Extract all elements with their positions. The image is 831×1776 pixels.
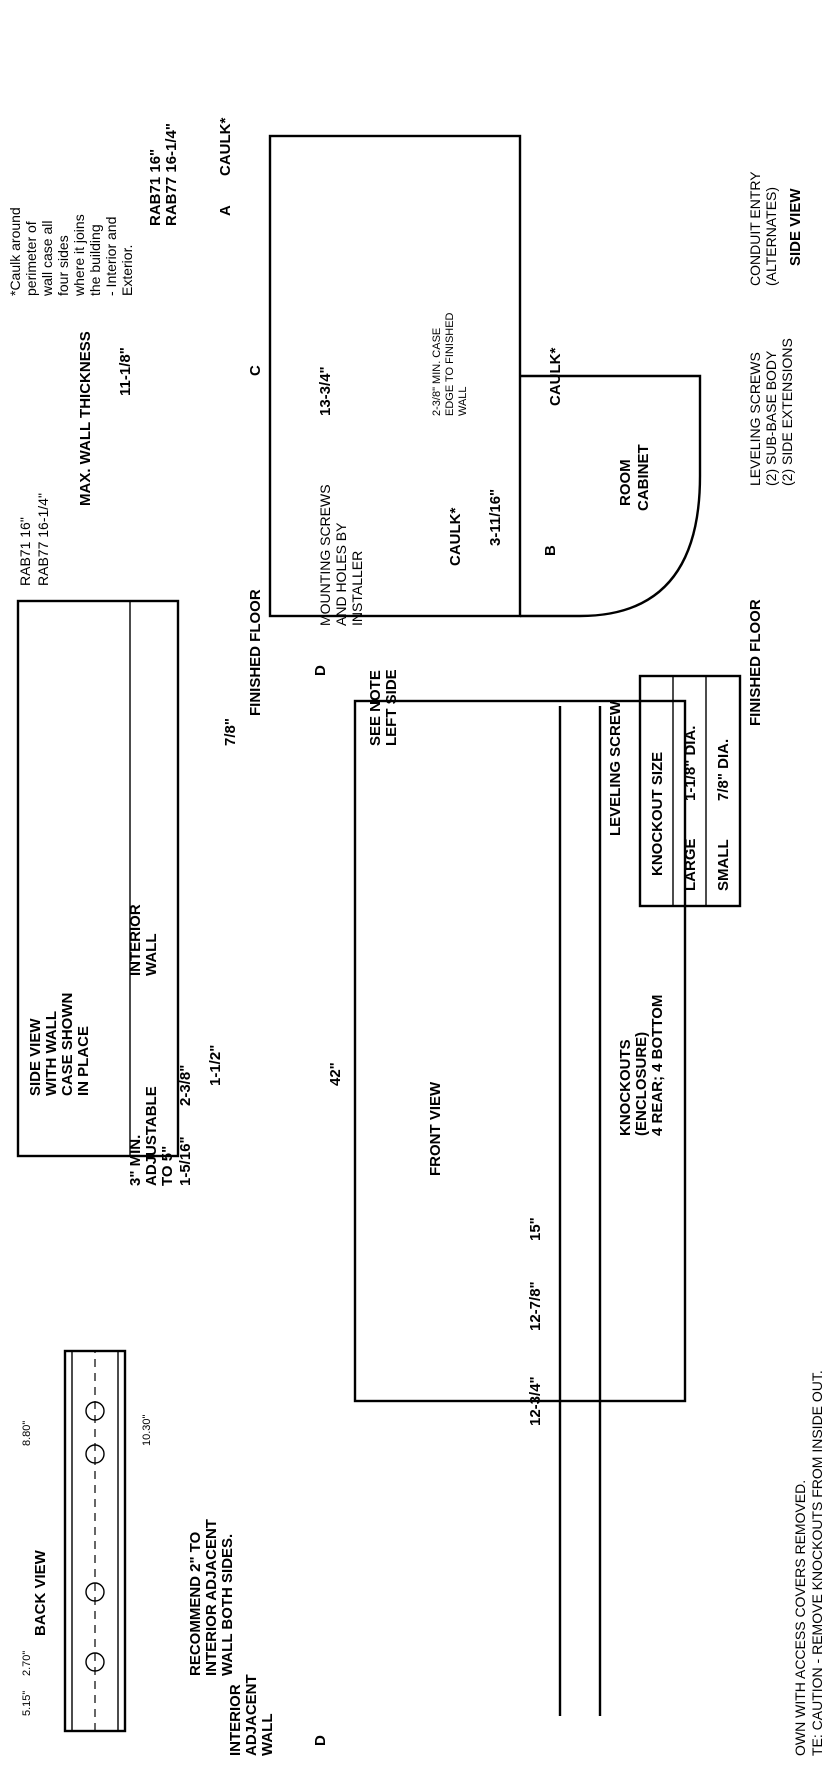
leveling-screw: LEVELING SCREW — [607, 700, 624, 836]
side-view-case: SIDE VIEW WITH WALL CASE SHOWN IN PLACE … — [16, 493, 264, 1186]
dim-3-11-16: 3-11/16" — [487, 489, 504, 546]
back-view: BACK VIEW 5.15" 2.70" 8.80" 10.30" — [21, 1349, 153, 1733]
back-dim-left2: 2.70" — [21, 1651, 33, 1676]
knockout-circle — [85, 1401, 105, 1421]
see-note-1: SEE NOTE — [367, 670, 384, 746]
caulk-top: CAULK* — [217, 118, 234, 176]
label-b: B — [542, 545, 559, 556]
caulk-left: CAULK* — [547, 348, 564, 406]
back-view-title: BACK VIEW — [32, 1549, 49, 1636]
mounting-2: AND HOLES BY — [333, 522, 349, 626]
leveling-3: (2) SIDE EXTENSIONS — [779, 338, 795, 486]
dim-1-1-2: 1-1/2" — [207, 1045, 224, 1086]
dim-12-3-4: 12-3/4" — [527, 1376, 544, 1426]
min-adj-2: ADJUSTABLE — [143, 1086, 160, 1186]
side-finished-floor: FINISHED FLOOR — [747, 599, 764, 726]
knockout-small-size: 7/8" DIA. — [715, 739, 732, 801]
recommend-2: INTERIOR ADJACENT — [203, 1519, 220, 1676]
label-a: A — [217, 205, 234, 216]
knockout-circle — [85, 1652, 105, 1672]
label-d-right: D — [312, 665, 329, 676]
caulk-bottom: CAULK* — [447, 508, 464, 566]
caulk-note-2: perimeter of — [23, 221, 39, 296]
min-adj-3: TO 5" — [159, 1146, 176, 1186]
min-case-1: 2-3/8" MIN. CASE — [431, 328, 443, 416]
mounting-1: MOUNTING SCREWS — [317, 484, 333, 626]
knockouts-2: (ENCLOSURE) — [633, 1032, 650, 1136]
back-dim-right2: 10.30" — [141, 1414, 153, 1446]
wall-case-outline — [16, 599, 180, 1158]
dim-15: 15" — [527, 1217, 544, 1241]
side-view: *Caulk around perimeter of wall case all… — [7, 118, 804, 726]
label-d-left: D — [312, 1735, 329, 1746]
conduit-1: CONDUIT ENTRY — [747, 171, 763, 286]
knockout-large-name: LARGE — [682, 839, 699, 892]
dim-2-3-8: 2-3/8" — [177, 1065, 194, 1106]
knockout-large-size: 1-1/8" DIA. — [682, 726, 699, 801]
leveling-1: LEVELING SCREWS — [747, 352, 763, 486]
interior-adjacent-1: INTERIOR — [227, 1684, 244, 1756]
room-cabinet-2: CABINET — [635, 444, 652, 511]
knockout-small-name: SMALL — [715, 839, 732, 891]
caulk-note-8: Exterior. — [119, 245, 135, 296]
knockout-table: KNOCKOUT SIZE LARGE 1-1/8" DIA. SMALL 7/… — [638, 674, 742, 908]
dim-1-5-16: 1-5/16" — [177, 1136, 194, 1186]
room-cabinet-1: ROOM — [617, 459, 634, 506]
side-rab77: RAB77 16-1/4" — [163, 123, 180, 226]
min-adj-1: 3" MIN. — [127, 1135, 144, 1186]
side-case-rab77: RAB77 16-1/4" — [35, 493, 51, 586]
caulk-note-4: four sides — [55, 235, 71, 296]
side-case-title-2: WITH WALL — [43, 1011, 60, 1096]
knockout-circle — [85, 1444, 105, 1464]
knockout-table-frame — [638, 674, 742, 908]
recommend-1: RECOMMEND 2" TO — [187, 1531, 204, 1676]
interior-adjacent-3: WALL — [259, 1714, 276, 1757]
max-wall-thickness: MAX. WALL THICKNESS — [77, 331, 94, 506]
knockouts-3: 4 REAR; 4 BOTTOM — [649, 995, 666, 1136]
notes: OWN WITH ACCESS COVERS REMOVED. TE: CAUT… — [792, 1370, 825, 1756]
room-cabinet-outline — [520, 374, 702, 618]
note-line-2: TE: CAUTION - REMOVE KNOCKOUTS FROM INSI… — [809, 1370, 825, 1756]
dim-13-3-4: 13-3/4" — [317, 366, 334, 416]
dim-12-7-8: 12-7/8" — [527, 1281, 544, 1331]
front-view-title: FRONT VIEW — [427, 1081, 444, 1176]
caulk-note-3: wall case all — [39, 221, 55, 297]
back-dim-left: 5.15" — [21, 1691, 33, 1716]
side-view-title: SIDE VIEW — [787, 188, 804, 266]
min-case-3: WALL — [457, 386, 469, 416]
caulk-note-7: - Interior and — [103, 217, 119, 296]
caulk-note-5: where it joins — [71, 214, 87, 297]
wall-case — [268, 134, 522, 618]
knockout-header: KNOCKOUT SIZE — [649, 752, 666, 876]
note-line-1: OWN WITH ACCESS COVERS REMOVED. — [792, 1480, 808, 1756]
front-view-body — [353, 699, 687, 1403]
dim-7-8: 7/8" — [222, 718, 239, 746]
side-rab71: RAB71 16" — [147, 149, 164, 226]
min-case-2: EDGE TO FINISHED — [444, 312, 456, 416]
conduit-2: (ALTERNATES) — [763, 187, 779, 286]
interior-adjacent-2: ADJACENT — [243, 1674, 260, 1756]
side-case-title-3: CASE SHOWN — [59, 993, 76, 1096]
dim-11-1-8: 11-1/8" — [117, 347, 134, 396]
label-c: C — [247, 365, 264, 376]
leveling-2: (2) SUB-BASE BODY — [763, 350, 779, 486]
side-case-title-1: SIDE VIEW — [27, 1018, 44, 1096]
dim-42: 42" — [327, 1062, 344, 1086]
knockout-circle — [85, 1582, 105, 1602]
side-case-rab71: RAB71 16" — [17, 517, 33, 586]
caulk-note-1: *Caulk around — [7, 207, 23, 296]
caulk-note-6: the building — [87, 224, 103, 296]
side-case-title-4: IN PLACE — [75, 1026, 92, 1096]
back-dim-right: 8.80" — [21, 1421, 33, 1446]
mounting-3: INSTALLER — [349, 551, 365, 626]
knockouts-1: KNOCKOUTS — [617, 1039, 634, 1136]
recommend-3: WALL BOTH SIDES. — [219, 1534, 236, 1676]
side-case-finished-floor: FINISHED FLOOR — [247, 589, 264, 716]
front-view: FRONT VIEW 42" 12-3/4" 12-7/8" 15" D D S… — [187, 665, 687, 1757]
see-note-2: LEFT SIDE — [383, 669, 400, 746]
interior-wall-1: INTERIOR — [127, 904, 144, 976]
interior-wall-2: WALL — [143, 934, 160, 977]
